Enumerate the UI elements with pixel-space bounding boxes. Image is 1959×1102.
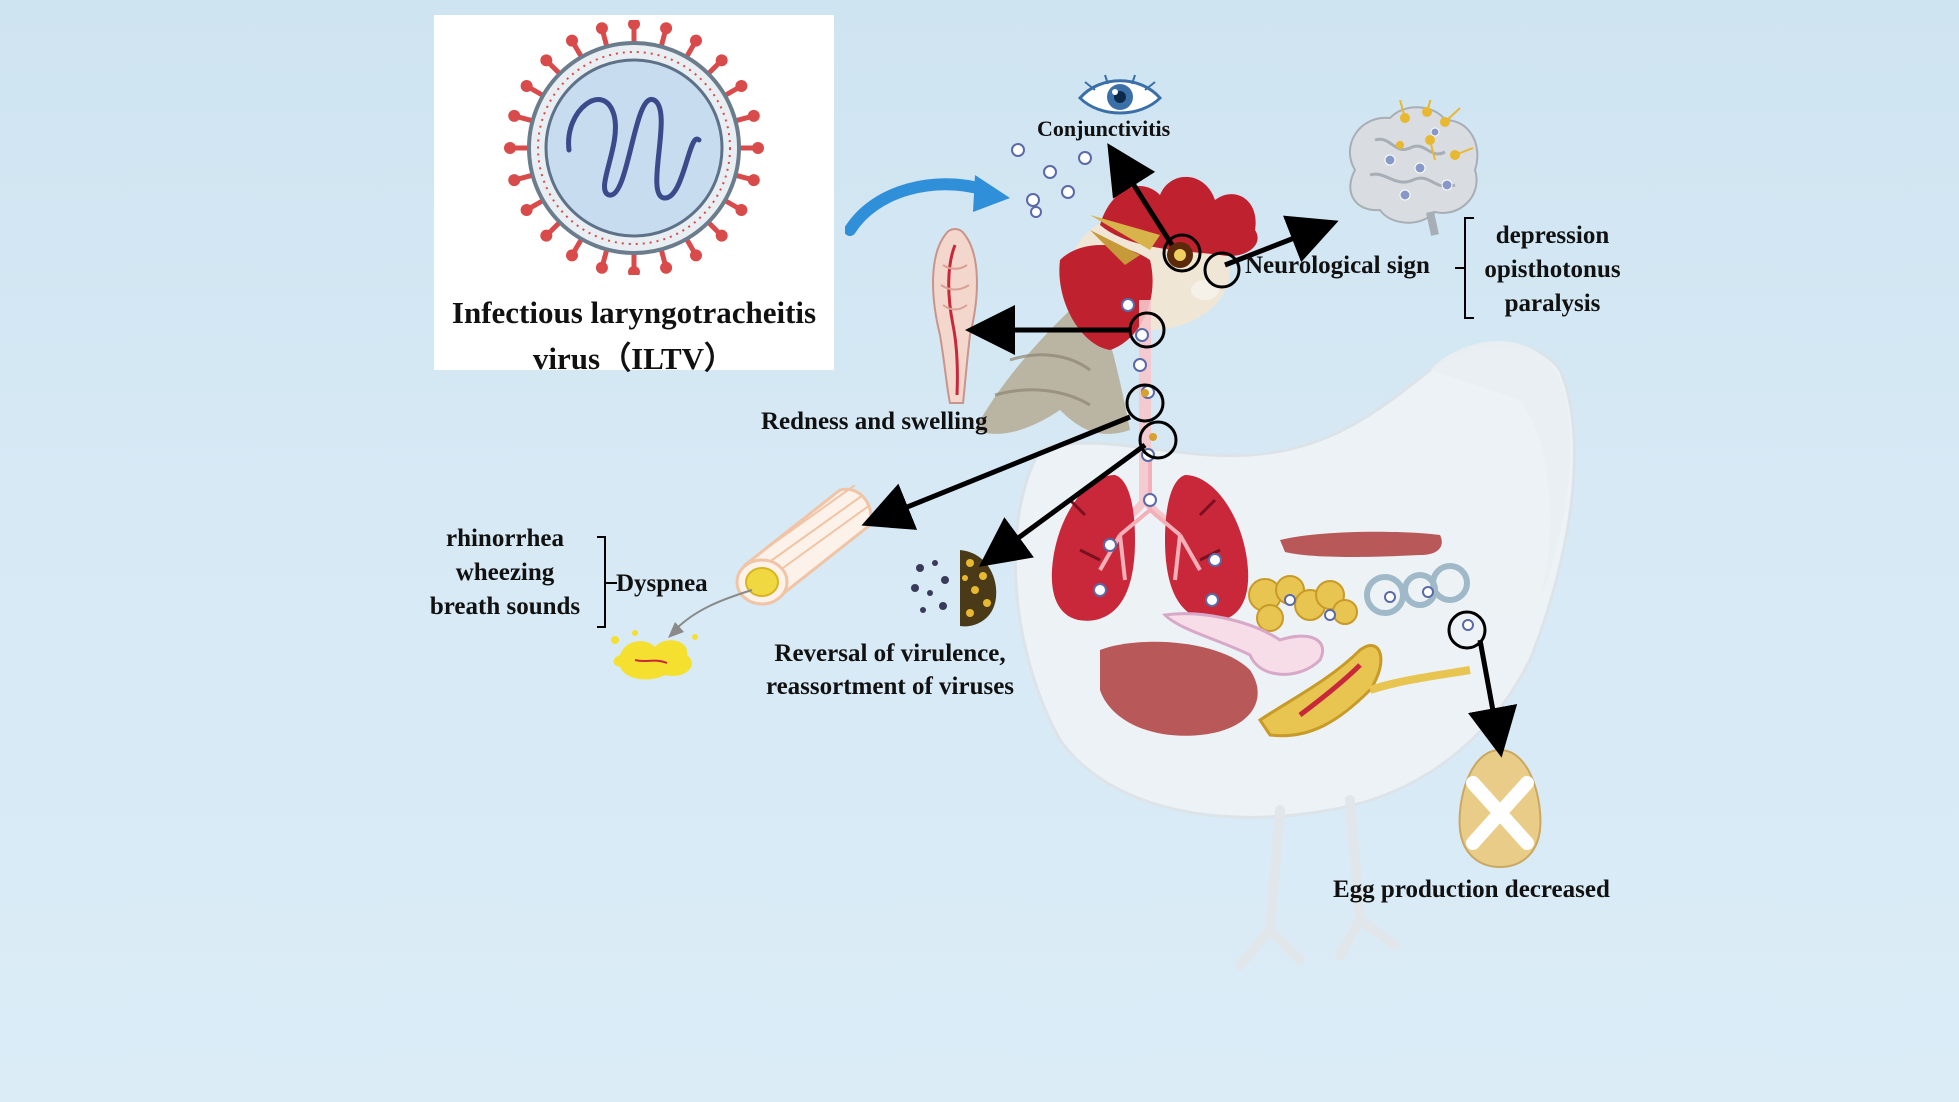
neurological-sign-label: Neurological sign (1245, 252, 1430, 279)
reversal-label: Reversal of virulence, reassortment of v… (740, 637, 1040, 703)
blue-arrow-icon (845, 175, 1010, 236)
symptom-wheezing: wheezing (455, 559, 555, 586)
conjunctivitis-label: Conjunctivitis (1037, 116, 1171, 141)
brain-icon (1349, 100, 1479, 236)
egg-production-label: Egg production decreased (1333, 876, 1610, 903)
redness-label: Redness and swelling (761, 408, 988, 435)
reversal-line1: Reversal of virulence, (774, 640, 1006, 667)
reversal-line2: reassortment of viruses (765, 673, 1015, 700)
symptom-paralysis: paralysis (1504, 290, 1601, 317)
mucus-icon (611, 630, 698, 680)
virus-panel: Infectious laryngotracheitis virus（ILTV） (434, 15, 834, 376)
neuro-symptom-list: depression opisthotonus paralysis (1470, 219, 1635, 321)
dyspnea-label: Dyspnea (616, 570, 708, 597)
virus-title-line2: virus（ILTV） (532, 341, 736, 376)
symptom-depression: depression (1495, 222, 1610, 249)
virus-particle-icon (504, 20, 764, 275)
dyspnea-symptom-list: rhinorrhea wheezing breath sounds (410, 522, 600, 624)
symptom-rhinorrhea: rhinorrhea (445, 525, 565, 552)
egg-icon (1458, 748, 1542, 869)
lung-icon (1051, 460, 1249, 621)
symptom-opisthotonus: opisthotonus (1484, 256, 1621, 283)
tracheal-tube-icon (735, 485, 873, 606)
virus-cluster-icon (911, 550, 997, 627)
eye-icon (1077, 74, 1163, 115)
trachea-icon (932, 228, 978, 404)
symptom-breath-sounds: breath sounds (429, 593, 581, 620)
virus-title-line1: Infectious laryngotracheitis (451, 295, 817, 330)
